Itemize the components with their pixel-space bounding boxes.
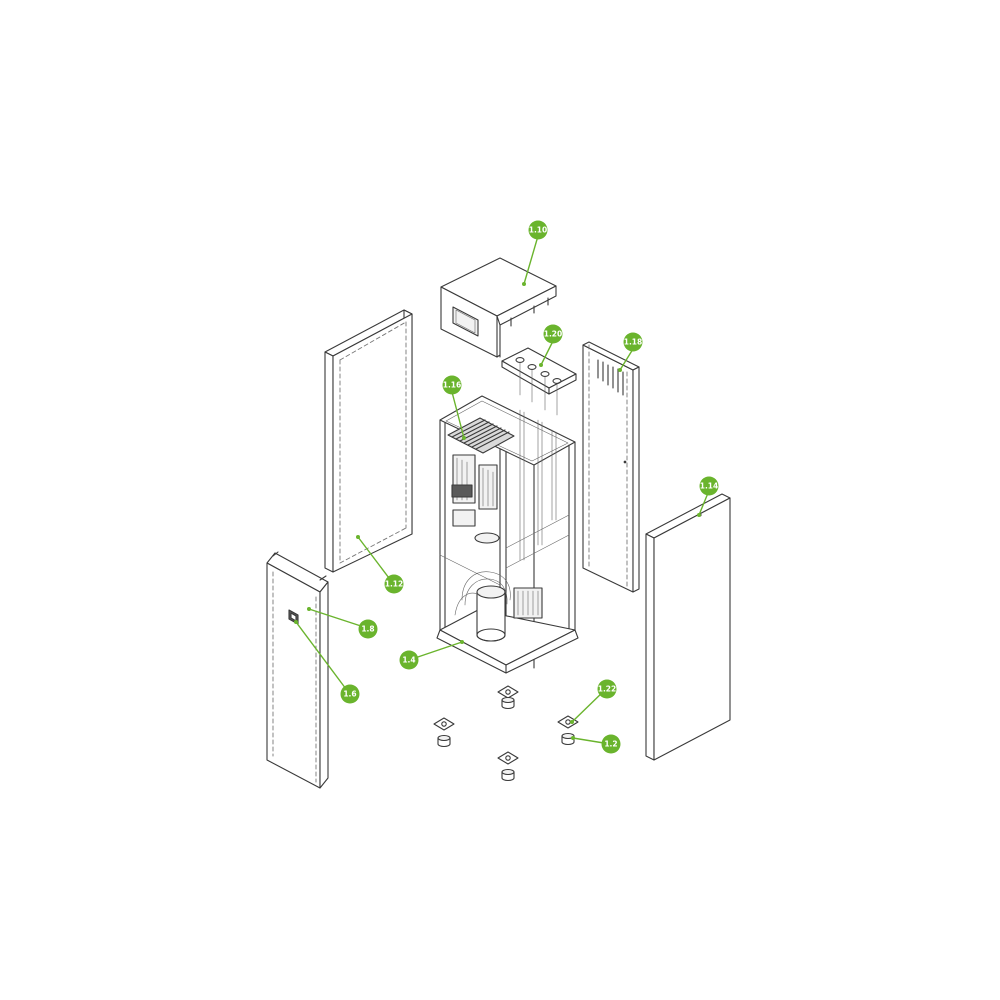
right-side-panel [645,493,731,761]
callout-label-1-20: 1.20 [544,330,563,339]
callout-label-1-4: 1.4 [402,656,415,665]
callout-1-12: 1.12 [384,574,404,594]
callout-label-1-18: 1.18 [624,338,643,347]
callout-1-22: 1.22 [597,679,617,699]
callout-label-1-22: 1.22 [598,685,617,694]
leader-1-12 [357,536,393,583]
foot-plate [497,685,519,699]
callout-1-10: 1.10 [528,220,548,240]
left-side-panel [324,309,413,573]
callout-1-16: 1.16 [442,375,462,395]
leader-1-14 [698,492,709,516]
front-panel [266,551,329,789]
callout-1-6: 1.6 [340,684,360,704]
callout-label-1-12: 1.12 [385,580,404,589]
top-cover [440,257,557,358]
leader-1-18 [619,348,634,371]
callout-1-2: 1.2 [601,734,621,754]
leader-1-16 [451,391,465,439]
rear-panel [582,341,640,593]
top-connection-plate [501,347,577,416]
callout-label-1-10: 1.10 [529,226,548,235]
feet-group [433,685,579,782]
callout-label-1-16: 1.16 [443,381,462,390]
leader-1-20 [540,340,554,366]
callout-label-1-14: 1.14 [700,482,719,491]
leader-1-6 [295,621,350,694]
leader-1-8 [308,608,368,629]
callout-label-1-6: 1.6 [343,690,356,699]
callouts: 1.10 1.20 1.18 1.16 1.14 1.12 1.8 1.6 [340,220,719,754]
callout-1-14: 1.14 [699,476,719,496]
callout-label-1-2: 1.2 [604,740,617,749]
callout-1-20: 1.20 [543,324,563,344]
callout-1-18: 1.18 [623,332,643,352]
callout-1-4: 1.4 [399,650,419,670]
callout-label-1-8: 1.8 [361,625,374,634]
leader-1-10 [523,235,539,285]
callout-1-8: 1.8 [358,619,378,639]
frame-assembly [436,395,579,674]
